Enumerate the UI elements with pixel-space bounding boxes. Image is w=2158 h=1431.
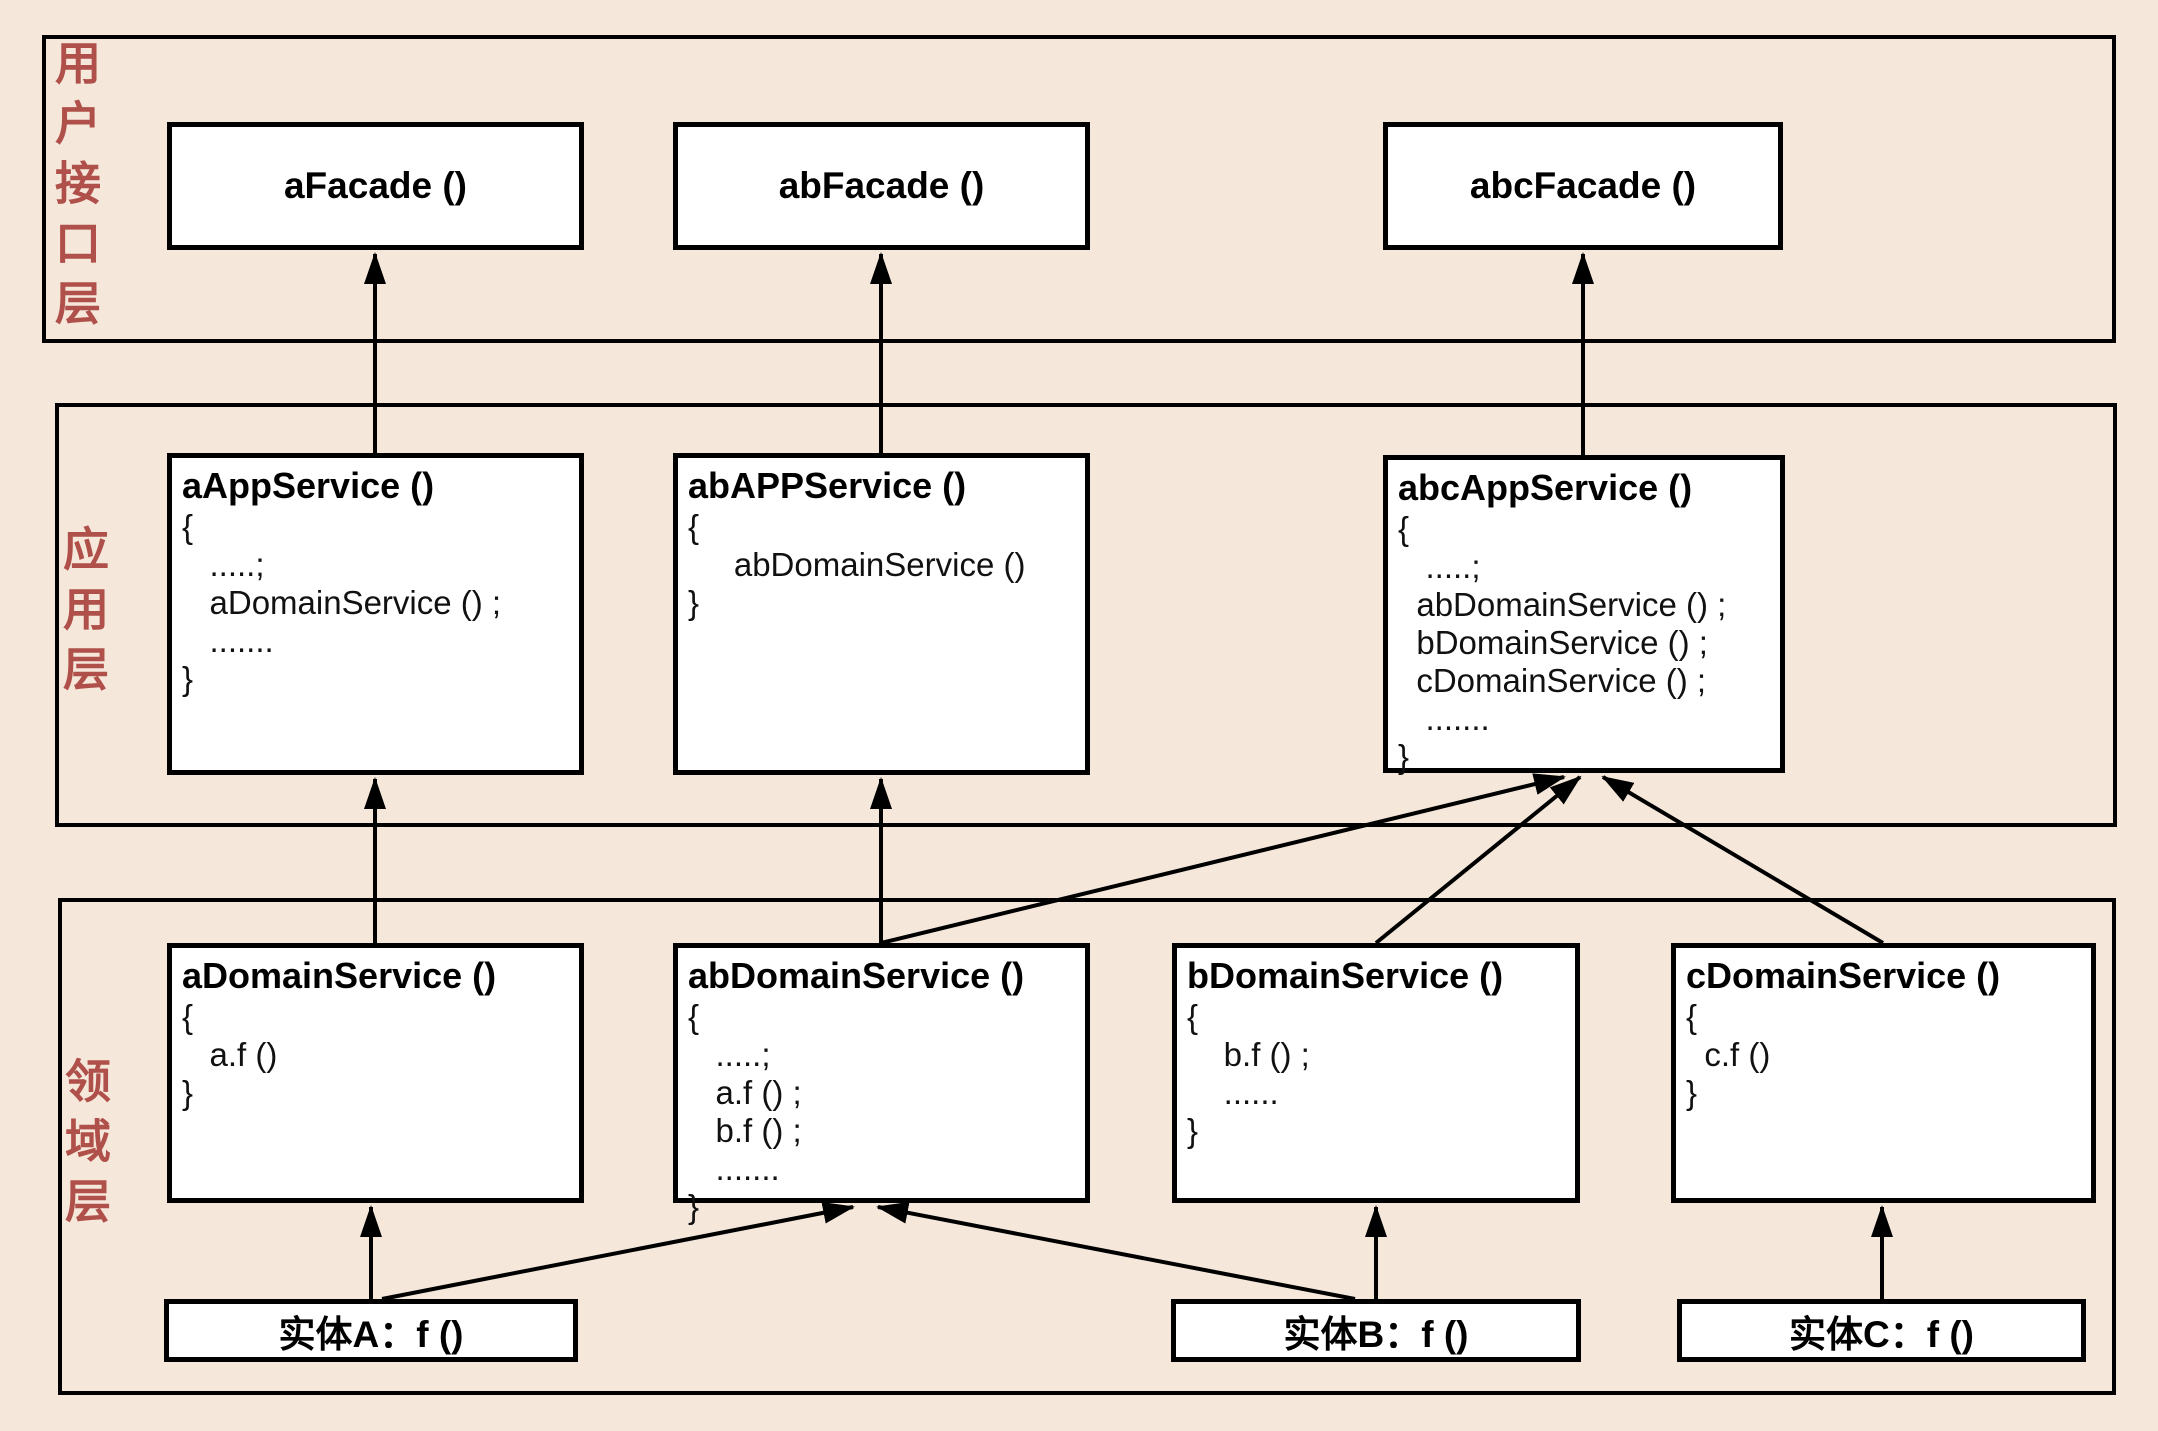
layer-label-ui-interface: 用户接口层 — [49, 39, 101, 339]
box-b-domain-service: bDomainService () { b.f () ; ......} — [1172, 943, 1580, 1203]
code-line: ...... — [1187, 1074, 1279, 1111]
box-entity-b: 实体B：f () — [1171, 1299, 1581, 1362]
layer-label-domain: 领域层 — [59, 1056, 111, 1237]
code-line: ....... — [688, 1150, 780, 1187]
ab-app-service-body: { abDomainService ()} — [688, 508, 1075, 622]
code-line: ....... — [182, 622, 274, 659]
box-abfacade: abFacade () — [673, 122, 1090, 250]
code-line: { — [1398, 510, 1410, 547]
code-line: } — [688, 1188, 700, 1225]
box-ab-domain-service: abDomainService () { .....; a.f () ; b.f… — [673, 943, 1090, 1225]
code-line: cDomainService () ; — [1398, 662, 1707, 699]
code-line: { — [1686, 998, 1698, 1035]
code-line: .....; — [688, 1036, 771, 1073]
code-line: .....; — [182, 546, 265, 583]
code-line: { — [688, 508, 700, 545]
code-line: b.f () ; — [688, 1112, 802, 1149]
c-domain-service-body: { c.f ()} — [1686, 998, 2081, 1112]
box-abcfacade: abcFacade () — [1383, 122, 1783, 250]
box-afacade: aFacade () — [167, 122, 584, 250]
code-line: abDomainService () ; — [1398, 586, 1727, 623]
ab-domain-service-body: { .....; a.f () ; b.f () ; .......} — [688, 998, 1075, 1226]
code-line: } — [1398, 738, 1410, 775]
code-line: { — [688, 998, 700, 1035]
c-domain-service-title: cDomainService () — [1686, 955, 2001, 996]
code-line: abDomainService () — [688, 546, 1026, 583]
box-a-domain-service: aDomainService () { a.f ()} — [167, 943, 584, 1203]
entity-b-label: 实体B：f () — [1283, 1313, 1469, 1355]
box-entity-c: 实体C：f () — [1677, 1299, 2086, 1362]
code-line: } — [182, 660, 194, 697]
code-line: c.f () — [1686, 1036, 1771, 1073]
a-domain-service-title: aDomainService () — [182, 955, 497, 996]
entity-c-label: 实体C：f () — [1789, 1313, 1974, 1355]
a-app-service-body: { .....; aDomainService () ; .......} — [182, 508, 569, 698]
box-c-domain-service: cDomainService () { c.f ()} — [1671, 943, 2096, 1203]
code-line: } — [1187, 1112, 1199, 1149]
code-line: a.f () ; — [688, 1074, 802, 1111]
b-domain-service-title: bDomainService () — [1187, 955, 1504, 996]
code-line: } — [182, 1074, 194, 1111]
abfacade-label: abFacade () — [778, 165, 985, 206]
code-line: { — [182, 998, 194, 1035]
layer-ui-interface — [42, 35, 2116, 343]
afacade-label: aFacade () — [283, 165, 467, 206]
a-app-service-title: aAppService () — [182, 465, 435, 506]
box-abc-app-service: abcAppService () { .....; abDomainServic… — [1383, 455, 1785, 776]
box-entity-a: 实体A：f () — [164, 1299, 578, 1362]
code-line: { — [1187, 998, 1199, 1035]
a-domain-service-body: { a.f ()} — [182, 998, 569, 1112]
code-line: aDomainService () ; — [182, 584, 502, 621]
b-domain-service-body: { b.f () ; ......} — [1187, 998, 1565, 1150]
code-line: { — [182, 508, 194, 545]
code-line: } — [688, 584, 700, 621]
box-ab-app-service: abAPPService () { abDomainService ()} — [673, 453, 1090, 775]
abc-app-service-body: { .....; abDomainService () ; bDomainSer… — [1398, 510, 1770, 776]
code-line: bDomainService () ; — [1398, 624, 1708, 661]
abc-app-service-title: abcAppService () — [1398, 467, 1693, 508]
code-line: ....... — [1398, 700, 1490, 737]
abcfacade-label: abcFacade () — [1469, 165, 1697, 206]
code-line: b.f () ; — [1187, 1036, 1310, 1073]
entity-a-label: 实体A：f () — [278, 1313, 464, 1355]
layer-label-application: 应用层 — [57, 525, 109, 705]
box-a-app-service: aAppService () { .....; aDomainService (… — [167, 453, 584, 775]
code-line: } — [1686, 1074, 1698, 1111]
code-line: a.f () — [182, 1036, 278, 1073]
code-line: .....; — [1398, 548, 1481, 585]
ab-domain-service-title: abDomainService () — [688, 955, 1025, 996]
ab-app-service-title: abAPPService () — [688, 465, 967, 506]
